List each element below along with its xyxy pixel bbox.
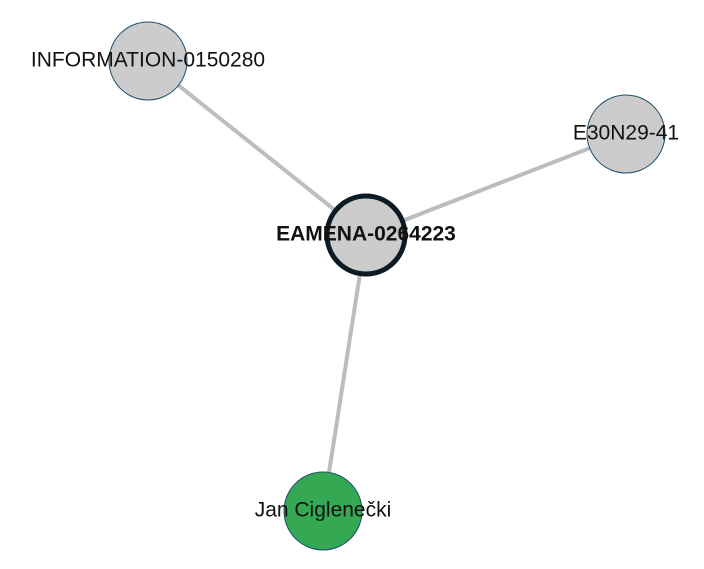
- node-info-circle[interactable]: [108, 21, 188, 101]
- node-center-circle[interactable]: [324, 193, 408, 277]
- node-jan-ciglenecki[interactable]: Jan Ciglenečki: [255, 471, 392, 551]
- node-person-circle[interactable]: [283, 471, 363, 551]
- edge-center-grid: [364, 132, 628, 237]
- node-grid-circle[interactable]: [586, 94, 666, 174]
- node-person-label: Jan Ciglenečki: [255, 499, 392, 522]
- edge-center-person: [321, 233, 368, 513]
- nodes-layer: INFORMATION-0150280 E30N29-41 Jan Ciglen…: [31, 21, 679, 551]
- node-center-label: EAMENA-0264223: [276, 223, 456, 246]
- node-eamena-0264223[interactable]: EAMENA-0264223: [276, 193, 456, 277]
- edges-layer: [146, 59, 628, 513]
- edge-center-info: [146, 59, 368, 237]
- node-information-0150280[interactable]: INFORMATION-0150280: [31, 21, 265, 101]
- node-info-label: INFORMATION-0150280: [31, 49, 265, 72]
- node-e30n29-41[interactable]: E30N29-41: [573, 94, 679, 174]
- node-grid-label: E30N29-41: [573, 122, 679, 145]
